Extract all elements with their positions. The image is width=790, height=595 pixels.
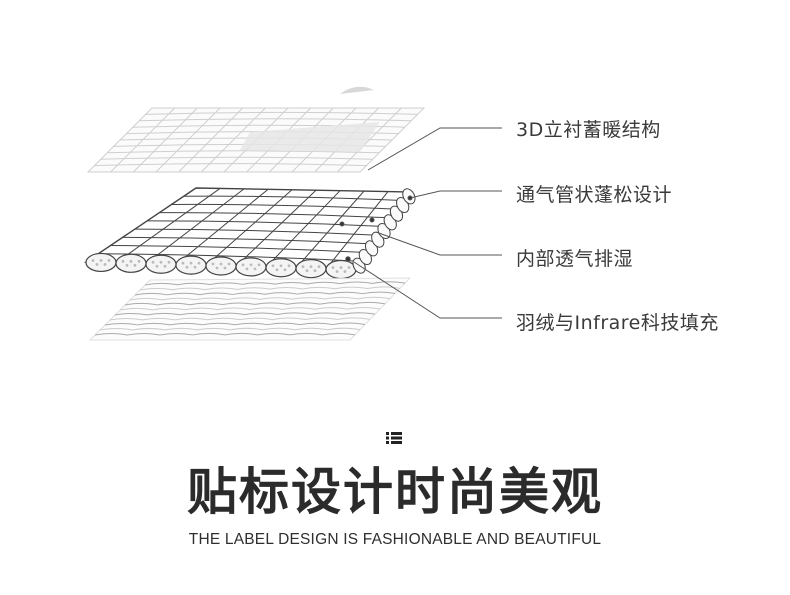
callout-filling: 羽绒与Infrare科技填充 xyxy=(516,312,719,334)
bottom-layer xyxy=(88,277,412,341)
callout-breathable: 内部透气排湿 xyxy=(516,248,634,270)
top-layer xyxy=(86,86,426,173)
layer-diagram xyxy=(83,86,502,341)
section-headline: 贴标设计时尚美观 xyxy=(187,463,603,521)
callout-3d-structure: 3D立衬蓄暖结构 xyxy=(516,119,661,141)
leader-lines xyxy=(339,127,502,319)
tube-layer xyxy=(83,187,416,280)
section-subheadline: THE LABEL DESIGN IS FASHIONABLE AND BEAU… xyxy=(188,531,602,548)
callout-tube-design: 通气管状蓬松设计 xyxy=(516,184,673,206)
list-menu-icon xyxy=(386,432,402,444)
